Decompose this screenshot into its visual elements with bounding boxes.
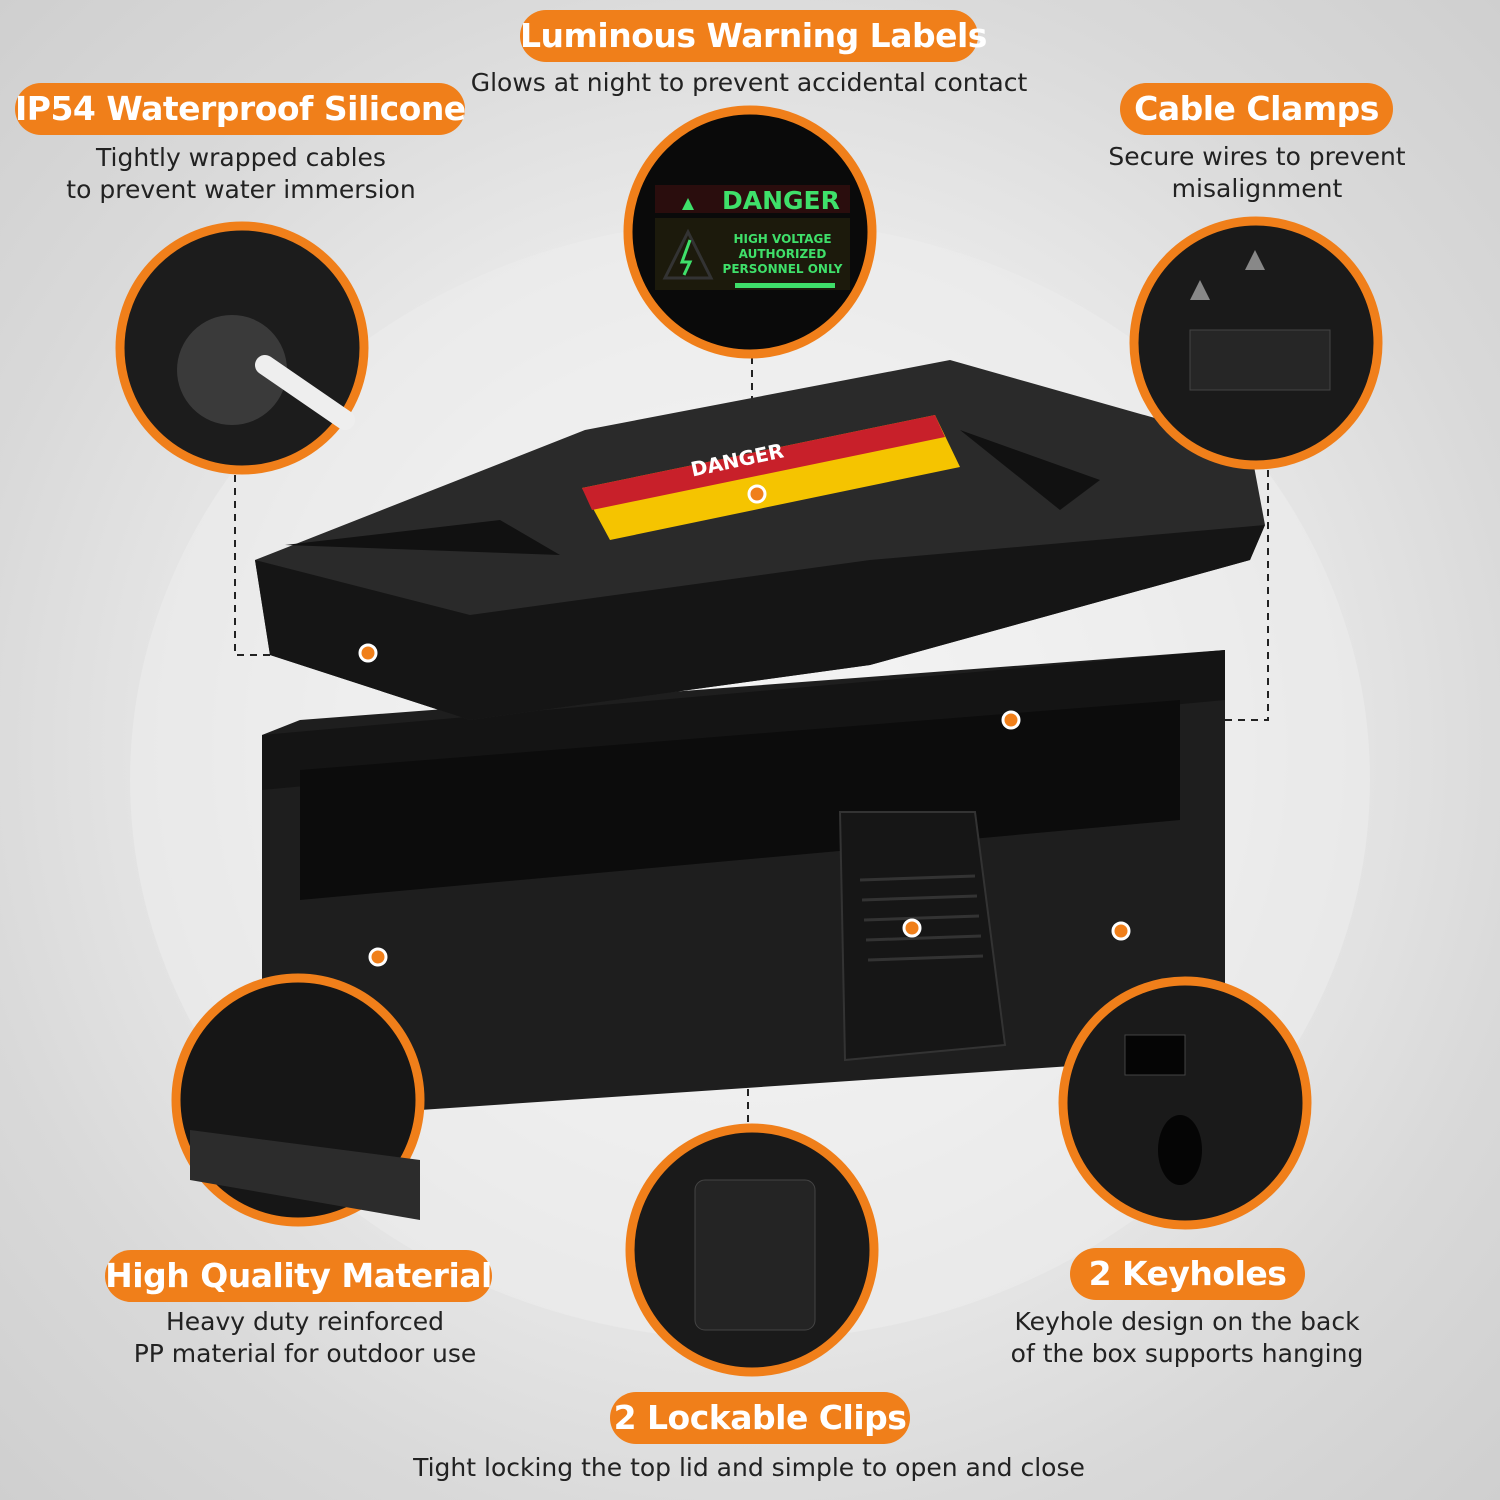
feature-desc-clips: Tight locking the top lid and simple to … bbox=[413, 1453, 1085, 1482]
desc-line: Heavy duty reinforced bbox=[165, 1307, 444, 1336]
desc-line: Secure wires to prevent bbox=[1108, 142, 1406, 171]
glow-label-line: HIGH VOLTAGE bbox=[733, 232, 832, 246]
desc-line: misalignment bbox=[1171, 174, 1343, 203]
feature-title-waterproof: IP54 Waterproof Silicone bbox=[15, 83, 466, 135]
desc-line: PP material for outdoor use bbox=[133, 1339, 477, 1368]
feature-desc-material: Heavy duty reinforced PP material for ou… bbox=[105, 1306, 505, 1370]
junction-box bbox=[255, 360, 1265, 1110]
feature-title-luminous: Luminous Warning Labels bbox=[520, 10, 987, 62]
feature-title-keyholes: 2 Keyholes bbox=[1070, 1248, 1305, 1300]
desc-line: Keyhole design on the back bbox=[1014, 1307, 1360, 1336]
desc-line: to prevent water immersion bbox=[66, 175, 416, 204]
glow-label-header: DANGER bbox=[722, 186, 840, 215]
glow-label-line: PERSONNEL ONLY bbox=[722, 262, 843, 276]
hotspot-dots bbox=[358, 484, 1131, 967]
feature-desc-keyholes: Keyhole design on the back of the box su… bbox=[987, 1306, 1387, 1370]
keyhole-slot-icon bbox=[1124, 1034, 1186, 1076]
desc-line: of the box supports hanging bbox=[1010, 1339, 1364, 1368]
cable-icon bbox=[255, 355, 355, 430]
feature-title-clips: 2 Lockable Clips bbox=[610, 1392, 910, 1444]
feature-desc-luminous: Glows at night to prevent accidental con… bbox=[470, 68, 1028, 97]
feature-desc-cable-clamps: Secure wires to prevent misalignment bbox=[1057, 141, 1457, 205]
glow-label-line: AUTHORIZED bbox=[738, 247, 827, 261]
clip-detail-icon bbox=[694, 1179, 816, 1331]
feature-title-cable-clamps: Cable Clamps bbox=[1120, 83, 1393, 135]
glow-label-text: HIGH VOLTAGE AUTHORIZED PERSONNEL ONLY bbox=[715, 232, 850, 277]
keyhole-icon bbox=[1158, 1115, 1202, 1185]
detail-circle-keyholes bbox=[1058, 976, 1312, 1230]
desc-line: Tightly wrapped cables bbox=[96, 143, 386, 172]
feature-title-material: High Quality Material bbox=[105, 1250, 492, 1302]
feature-desc-waterproof: Tightly wrapped cables to prevent water … bbox=[41, 142, 441, 206]
